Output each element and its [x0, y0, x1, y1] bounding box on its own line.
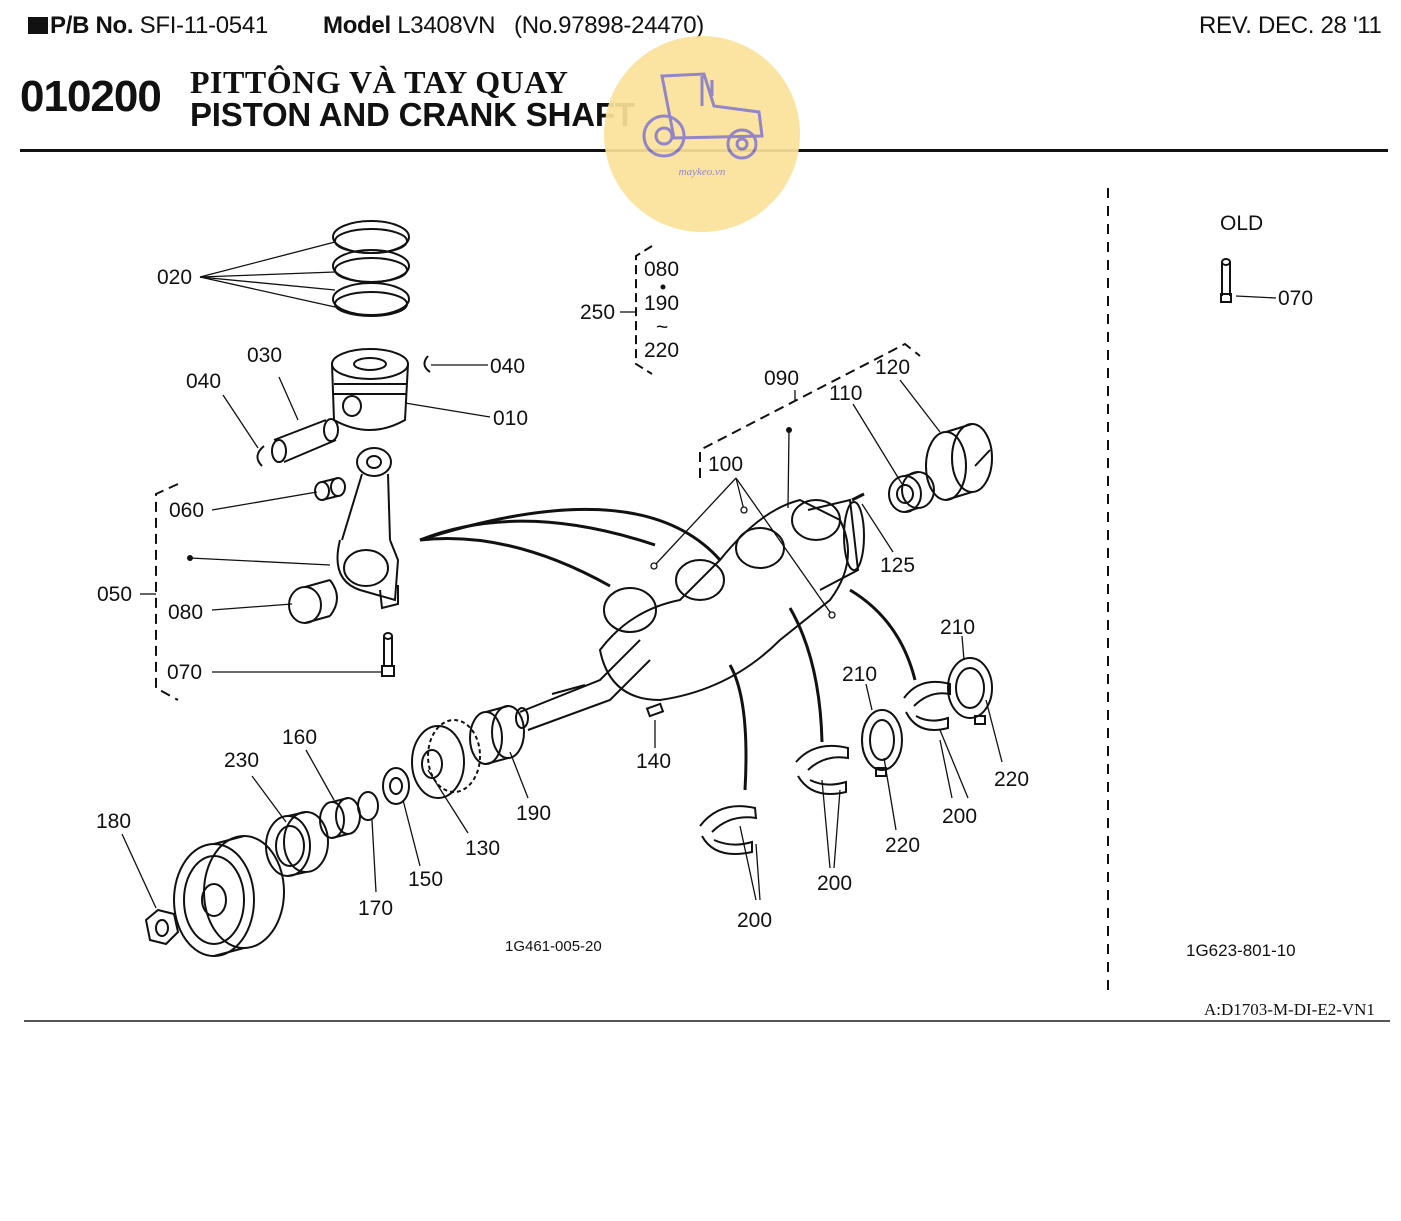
- label-040-left: 040: [186, 370, 221, 393]
- label-130: 130: [465, 837, 500, 860]
- piston: [331, 348, 409, 431]
- main-bearing-b: [795, 744, 849, 795]
- model-label: Model: [323, 12, 391, 39]
- document-code: A:D1703-M-DI-E2-VN1: [1204, 1000, 1375, 1019]
- hole-dots: [650, 506, 836, 619]
- model-value: L3408VN: [397, 12, 496, 39]
- piston-rings: [332, 220, 410, 317]
- label-220-right: 220: [994, 768, 1029, 791]
- main-bearing-a: [699, 805, 758, 855]
- model: Model L3408VN: [323, 12, 496, 40]
- label-200-left: 200: [737, 909, 772, 932]
- collar: [382, 767, 410, 805]
- oil-seal: [265, 811, 329, 877]
- reference-dots: [187, 284, 792, 561]
- crank-gear: [411, 719, 481, 799]
- label-020: 020: [157, 266, 192, 289]
- label-010: 010: [493, 407, 528, 430]
- connecting-rod: [336, 447, 400, 610]
- thrust-washer-b: [947, 657, 993, 725]
- tractor-icon: [642, 72, 764, 160]
- pb-label: P/B No.: [50, 12, 134, 39]
- crank-shaft: [515, 498, 865, 731]
- label-150: 150: [408, 868, 443, 891]
- label-170: 170: [358, 897, 393, 920]
- label-220-left: 220: [885, 834, 920, 857]
- label-080: 080: [168, 601, 203, 624]
- label-200-right: 200: [942, 805, 977, 828]
- label-230: 230: [224, 749, 259, 772]
- figure-code-right: 1G623-801-10: [1186, 941, 1296, 960]
- old-title: OLD: [1220, 212, 1263, 235]
- old-label-070: 070: [1278, 287, 1313, 310]
- crank-pulley: [173, 835, 285, 957]
- label-110: 110: [829, 382, 862, 405]
- label-030: 030: [247, 344, 282, 367]
- bushing-190: [469, 705, 525, 765]
- section-code: 010200: [20, 72, 162, 121]
- label-tilde: ~: [656, 316, 668, 339]
- thrust-washer-a: [861, 709, 903, 777]
- old-bolt: [1220, 258, 1232, 303]
- revision-date: REV. DEC. 28 '11: [1199, 12, 1382, 39]
- header-bar: P/B No. SFI-11-0541 Model L3408VN (No.97…: [0, 0, 1401, 50]
- label-125: 125: [880, 554, 915, 577]
- label-210-right: 210: [940, 616, 975, 639]
- bearing-110: [888, 471, 935, 513]
- label-group-220: 220: [644, 339, 679, 362]
- label-140: 140: [636, 750, 671, 773]
- footer-rule: [24, 1020, 1390, 1022]
- label-090: 090: [764, 367, 799, 390]
- title-english: PISTON AND CRANK SHAFT: [190, 96, 635, 133]
- label-group-190: 190: [644, 292, 679, 315]
- label-group-080: 080: [644, 258, 679, 281]
- label-070: 070: [167, 661, 202, 684]
- rod-bearing: [288, 579, 338, 624]
- label-160: 160: [282, 726, 317, 749]
- o-ring: [357, 791, 379, 821]
- sleeve-120: [925, 423, 993, 501]
- figure-code-left: 1G461-005-20: [505, 938, 602, 955]
- label-250: 250: [580, 301, 615, 324]
- pb-number: P/B No. SFI-11-0541: [28, 12, 268, 40]
- label-040-right: 040: [490, 355, 525, 378]
- rod-bolt: [381, 632, 395, 677]
- pb-value: SFI-11-0541: [139, 12, 269, 39]
- label-190: 190: [516, 802, 551, 825]
- main-bearing-c: [903, 680, 951, 731]
- label-060: 060: [169, 499, 204, 522]
- serial-range: (No.97898-24470): [514, 12, 705, 39]
- watermark-text: maykeo.vn: [678, 166, 726, 178]
- indicator-arrows: [419, 507, 917, 791]
- piston-pin: [271, 418, 339, 463]
- label-100: 100: [708, 453, 743, 476]
- leaders-020: [199, 241, 336, 308]
- black-square-icon: [28, 17, 48, 34]
- label-210-left: 210: [842, 663, 877, 686]
- label-200-middle: 200: [817, 872, 852, 895]
- watermark-logo: maykeo.vn: [604, 36, 800, 232]
- bushing: [314, 477, 346, 501]
- label-180: 180: [96, 810, 131, 833]
- label-050: 050: [97, 583, 132, 606]
- label-120: 120: [875, 356, 910, 379]
- crank-nut: [144, 908, 180, 946]
- title-vietnamese: PITTÔNG VÀ TAY QUAY: [190, 64, 569, 100]
